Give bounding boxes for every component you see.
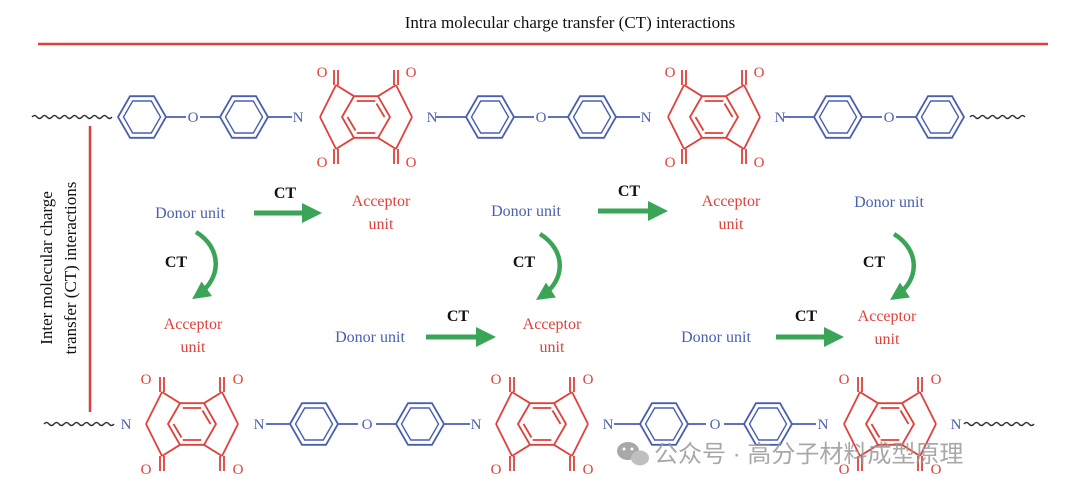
svg-text:transfer (CT) interactions: transfer (CT) interactions (61, 182, 80, 355)
imide-nitrogen: N (254, 417, 265, 433)
carbonyl-oxygen: O (141, 372, 152, 388)
pmdi-unit (145, 376, 239, 472)
carbonyl-oxygen: O (141, 462, 152, 478)
acceptor-label: unit (875, 331, 900, 348)
pmdi-unit (319, 69, 413, 165)
phenyl-ring (915, 95, 965, 139)
imide-nitrogen: N (121, 417, 132, 433)
ct-curved-arrow (890, 232, 916, 300)
carbonyl-oxygen: O (839, 372, 850, 388)
carbonyl-oxygen: O (665, 155, 676, 171)
intra-title: Intra molecular charge transfer (CT) int… (405, 13, 736, 32)
ct-curved-arrow (192, 230, 218, 300)
bottom-polymer-chain: O O N N N N N N O O O O O O O O O O O O (43, 372, 1035, 478)
acceptor-label: Acceptor (858, 308, 917, 325)
phenyl-ring (743, 402, 793, 446)
acceptor-label: unit (540, 339, 565, 356)
ether-oxygen: O (188, 110, 199, 126)
carbonyl-oxygen: O (233, 462, 244, 478)
phenyl-ring (395, 402, 445, 446)
carbonyl-oxygen: O (583, 462, 594, 478)
ct-label: CT (618, 183, 641, 200)
ether-oxygen: O (362, 417, 373, 433)
chain-end-wavy-right (969, 114, 1026, 120)
svg-text:Inter molecular charge: Inter molecular charge (37, 191, 56, 345)
watermark: 公众号 · 高分子材料成型原理 (617, 441, 963, 468)
top-polymer-chain: O O O N N N N O O O O O O O O (31, 65, 1026, 171)
carbonyl-oxygen: O (754, 155, 765, 171)
carbonyl-oxygen: O (317, 155, 328, 171)
pmdi-unit (495, 376, 589, 472)
ct-label: CT (447, 308, 470, 325)
imide-nitrogen: N (641, 110, 652, 126)
acceptor-label: Acceptor (523, 316, 582, 333)
carbonyl-oxygen: O (406, 65, 417, 81)
chain-end-wavy-left (31, 114, 113, 120)
ct-label: CT (274, 185, 297, 202)
watermark-text: 公众号 · 高分子材料成型原理 (654, 441, 963, 468)
carbonyl-oxygen: O (491, 372, 502, 388)
ether-oxygen: O (884, 110, 895, 126)
carbonyl-oxygen: O (317, 65, 328, 81)
acceptor-label: unit (181, 339, 206, 356)
imide-nitrogen: N (818, 417, 829, 433)
carbonyl-oxygen: O (754, 65, 765, 81)
carbonyl-oxygen: O (233, 372, 244, 388)
carbonyl-oxygen: O (931, 372, 942, 388)
carbonyl-oxygen: O (665, 65, 676, 81)
phenyl-ring (639, 402, 689, 446)
phenyl-ring (289, 402, 339, 446)
imide-nitrogen: N (603, 417, 614, 433)
ether-oxygen: O (536, 110, 547, 126)
ct-label: CT (795, 308, 818, 325)
phenyl-ring (219, 95, 269, 139)
imide-nitrogen: N (427, 110, 438, 126)
ether-oxygen: O (710, 417, 721, 433)
ct-label: CT (513, 254, 536, 271)
donor-label: Donor unit (335, 329, 405, 346)
donor-label: Donor unit (491, 203, 561, 220)
chain-end-wavy-left (43, 421, 115, 427)
acceptor-label: Acceptor (702, 193, 761, 210)
imide-nitrogen: N (293, 110, 304, 126)
chain-end-wavy-right (963, 421, 1035, 427)
ct-label: CT (863, 254, 886, 271)
ct-label: CT (165, 254, 188, 271)
imide-nitrogen: N (471, 417, 482, 433)
pmdi-unit (667, 69, 761, 165)
inter-title: Inter molecular charge transfer (CT) int… (37, 182, 80, 355)
acceptor-label: unit (719, 216, 744, 233)
phenyl-ring (813, 95, 863, 139)
carbonyl-oxygen: O (406, 155, 417, 171)
phenyl-ring (567, 95, 617, 139)
donor-label: Donor unit (854, 194, 924, 211)
carbonyl-oxygen: O (839, 462, 850, 478)
acceptor-label: unit (369, 216, 394, 233)
phenyl-ring (117, 95, 167, 139)
carbonyl-oxygen: O (491, 462, 502, 478)
carbonyl-oxygen: O (583, 372, 594, 388)
imide-nitrogen: N (775, 110, 786, 126)
ct-curved-arrow (536, 232, 562, 300)
donor-label: Donor unit (681, 329, 751, 346)
donor-label: Donor unit (155, 205, 225, 222)
acceptor-label: Acceptor (352, 193, 411, 210)
wechat-icon (617, 442, 649, 466)
phenyl-ring (465, 95, 515, 139)
carbonyl-oxygen: O (931, 462, 942, 478)
imide-nitrogen: N (951, 417, 962, 433)
acceptor-label: Acceptor (164, 316, 223, 333)
